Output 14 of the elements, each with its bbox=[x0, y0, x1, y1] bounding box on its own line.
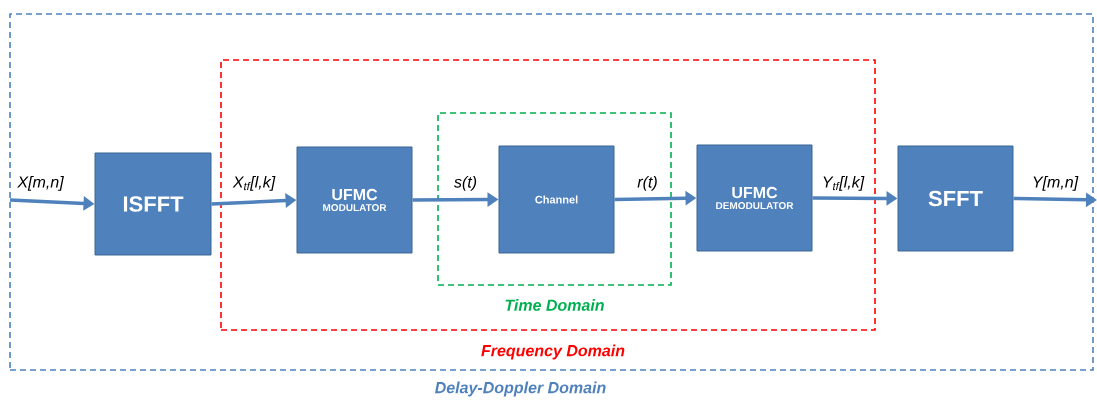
process-box: Channel bbox=[498, 145, 615, 254]
region-label: Frequency Domain bbox=[481, 344, 625, 360]
process-box: UFMC MODULATOR bbox=[296, 146, 413, 254]
edge-label: Y[m,n] bbox=[1030, 174, 1080, 192]
region-label: Time Domain bbox=[505, 299, 604, 311]
edge-label: X[m,n] bbox=[16, 174, 65, 192]
process-box: UFMC DEMODULATOR bbox=[696, 144, 813, 252]
edge-label: X$_{tf}$[l,k] bbox=[231, 174, 277, 192]
edge-label: s(t) bbox=[452, 174, 479, 192]
process-box: SFFT bbox=[897, 145, 1014, 252]
process-box: ISFFT bbox=[94, 152, 212, 256]
edge-label: Y$_{tf}$[l,k] bbox=[820, 174, 866, 192]
edge-label: r(t) bbox=[636, 174, 659, 192]
region-label: Delay-Doppler Domain bbox=[435, 381, 606, 397]
